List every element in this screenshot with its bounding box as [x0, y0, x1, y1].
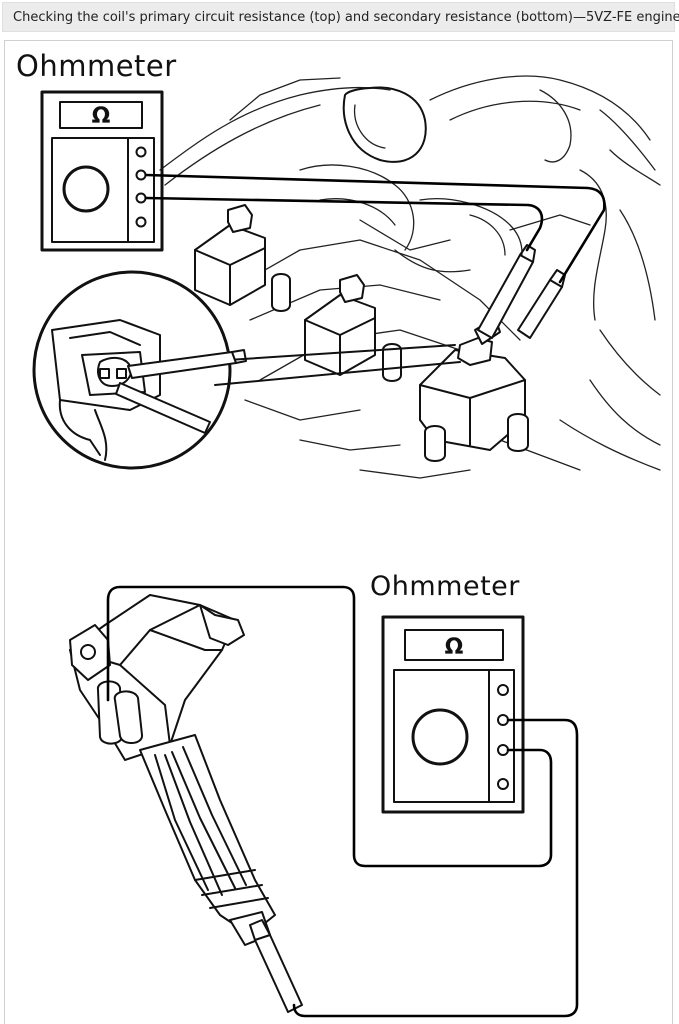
- top-ohmmeter-label: Ohmmeter: [16, 49, 177, 83]
- figure-frame: [4, 40, 673, 1024]
- bottom-ohmmeter-label: Ohmmeter: [370, 571, 520, 602]
- bottom-test-lead-2: [106, 585, 553, 868]
- top-meter-omega-symbol: Ω: [92, 104, 111, 129]
- zoom-leader-lower: [214, 361, 461, 386]
- connector-inset: [32, 270, 247, 470]
- caption-bar: Checking the coil's primary circuit resi…: [2, 2, 679, 32]
- top-test-lead-1: [144, 173, 606, 284]
- top-ohmmeter: [40, 90, 164, 252]
- engine-sketch: [159, 75, 661, 479]
- ignition-coil-sketch: [69, 594, 303, 1013]
- bottom-ohmmeter: [381, 615, 525, 814]
- top-test-lead-2: [144, 196, 544, 252]
- figure-caption: Checking the coil's primary circuit resi…: [13, 10, 679, 25]
- bottom-test-lead-1: [292, 718, 579, 1018]
- bottom-meter-omega-symbol: Ω: [445, 635, 464, 660]
- zoom-leader-upper: [227, 344, 456, 361]
